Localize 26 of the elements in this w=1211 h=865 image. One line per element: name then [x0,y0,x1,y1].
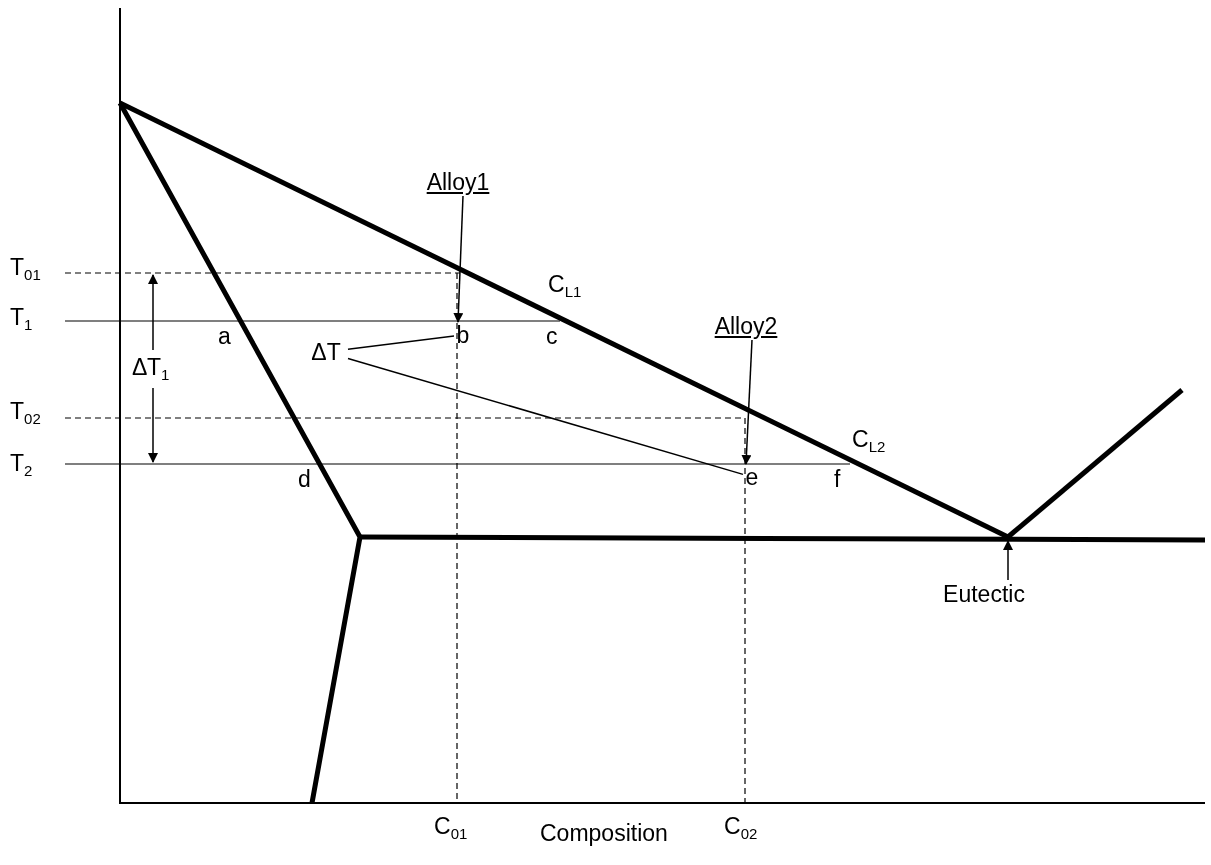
text-label: ΔT [304,338,348,366]
text-label: Alloy2 [706,312,786,340]
arrow [1003,540,1013,581]
text-label: e [743,464,761,490]
axis-label: C$_{L1}$ [548,273,582,299]
axis-label: C$_{L2}$ [852,428,886,454]
leader-line [347,335,455,350]
axis-label: f [834,468,841,491]
arrow [453,195,464,323]
axis-label: T$_{2}$ [10,452,33,478]
axis-label: T$_{01}$ [10,256,41,282]
axis-label: C$_{02}$ [724,815,758,841]
text-label: Eutectic [938,580,1030,608]
axis-label: d [298,468,311,491]
axis-label: a [218,325,231,348]
axis-label: Composition [540,822,668,845]
text-label: b [454,322,472,348]
axis-label: C$_{01}$ [434,815,468,841]
axis-label: T$_{1}$ [147,356,170,382]
axis-label: T$_{1}$ [10,306,33,332]
axis-label: c [546,325,558,348]
leader-line [347,357,744,476]
axis-label: T$_{02}$ [10,400,41,426]
text-label: Alloy1 [418,168,498,196]
arrow [741,339,753,465]
axis-label: Δ [132,356,148,379]
